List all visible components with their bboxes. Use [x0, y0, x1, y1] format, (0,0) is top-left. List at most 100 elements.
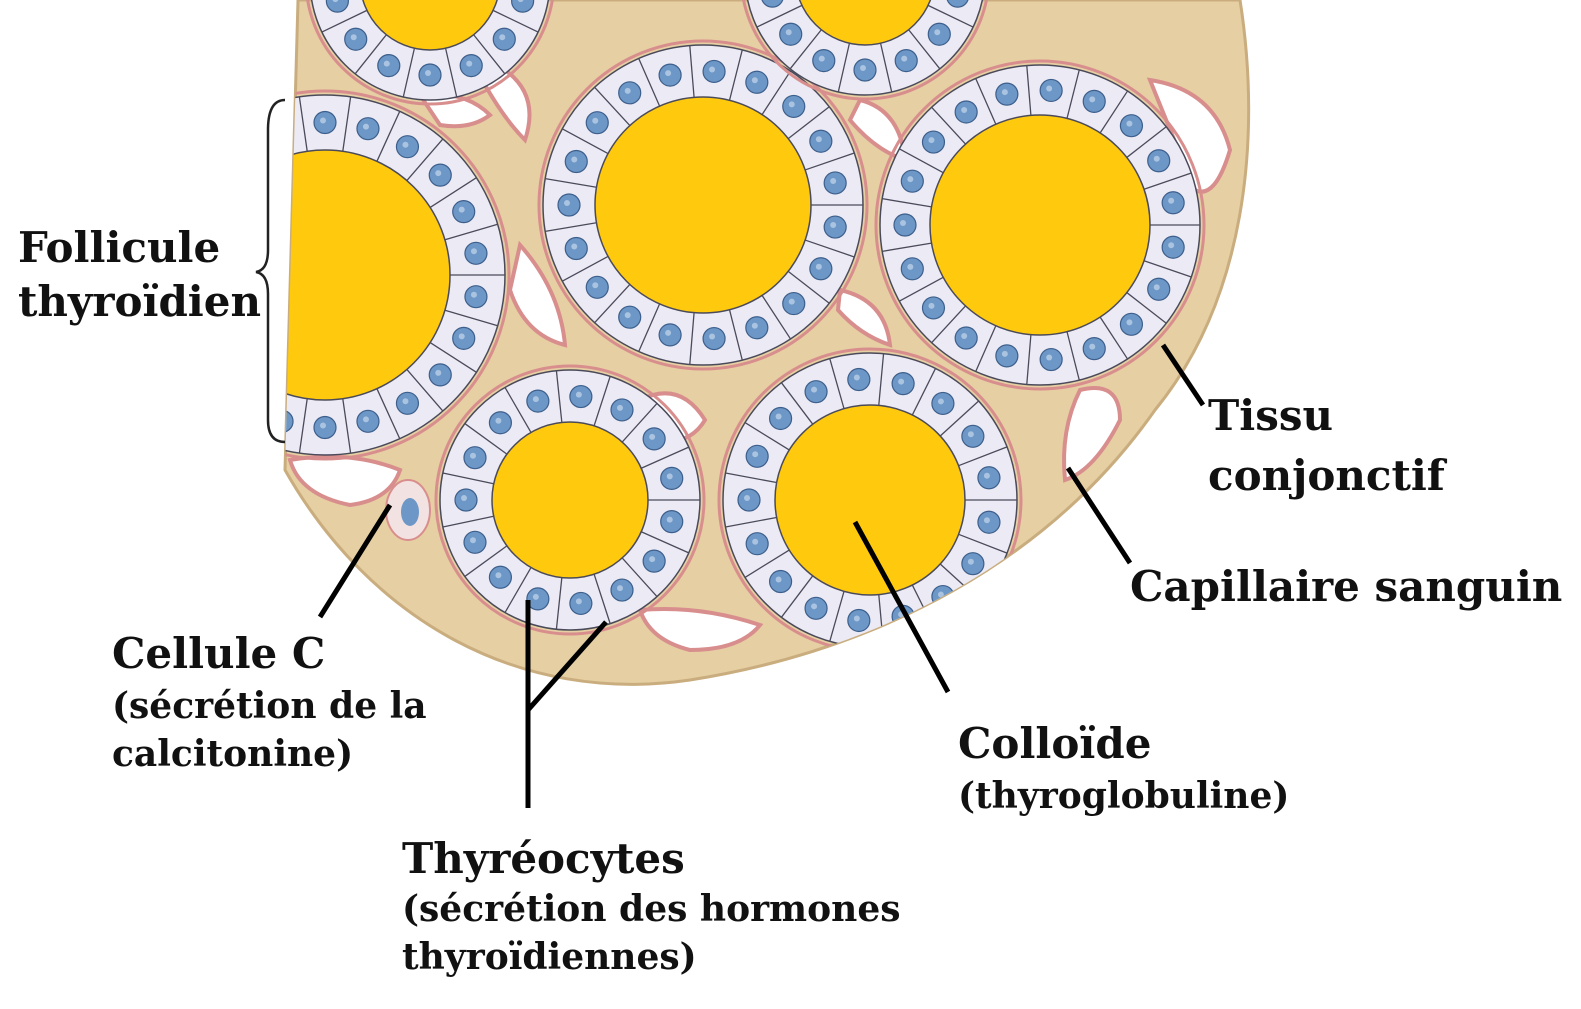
- thyreocytes-label-line1: Thyréocytes: [402, 835, 901, 883]
- nucleolus: [277, 124, 283, 130]
- nucleolus: [665, 70, 671, 76]
- nucleolus: [667, 517, 673, 523]
- nucleolus: [665, 330, 671, 336]
- nucleolus: [752, 451, 758, 457]
- nucleolus: [968, 431, 974, 437]
- nucleolus: [819, 56, 825, 62]
- cellule-c-label-line3: calcitonine): [112, 734, 427, 775]
- nucleolus: [277, 416, 283, 422]
- nucleolus: [617, 585, 623, 591]
- thyreocytes-label-line2: (sécrétion des hormones: [402, 889, 901, 930]
- nucleolus: [435, 170, 441, 176]
- tissu-label-line1: Tissu: [1208, 392, 1445, 440]
- follicles: [141, 0, 1204, 651]
- nucleolus: [961, 107, 967, 113]
- nucleolus: [625, 312, 631, 318]
- nucleolus: [617, 405, 623, 411]
- nucleolus: [816, 136, 822, 142]
- nucleolus: [1002, 89, 1008, 95]
- leader-capillaire: [1068, 468, 1130, 563]
- nucleolus: [961, 333, 967, 339]
- nucleolus: [1126, 319, 1132, 325]
- cell-boundary: [207, 369, 243, 411]
- nucleolus: [984, 517, 990, 523]
- follicule-label-line2: thyroïdien: [18, 278, 261, 326]
- nucleolus: [752, 77, 758, 83]
- nucleolus: [181, 207, 187, 213]
- nucleolus: [320, 423, 326, 429]
- nucleolus: [854, 615, 860, 621]
- nucleolus: [1089, 344, 1095, 350]
- colloide-label-line2: (thyroglobuline): [958, 776, 1289, 817]
- thyroid-follicle: [436, 366, 704, 634]
- nucleolus: [205, 370, 211, 376]
- nucleolus: [907, 264, 913, 270]
- thyrocyte-nucleus: [271, 410, 293, 432]
- nucleolus: [811, 603, 817, 609]
- nucleolus: [495, 418, 501, 424]
- colloide-label-line1: Colloïde: [958, 720, 1289, 768]
- nucleolus: [830, 178, 836, 184]
- nucleolus: [649, 434, 655, 440]
- nucleolus: [900, 220, 906, 226]
- thyreocytes-label: Thyréocytes (sécrétion des hormones thyr…: [402, 835, 901, 978]
- nucleolus: [576, 392, 582, 398]
- cellule-c-label-line2: (sécrétion de la: [112, 686, 427, 727]
- nucleolus: [435, 370, 441, 376]
- capillaire-label-line1: Capillaire sanguin: [1130, 563, 1562, 611]
- thyrocyte-nucleus: [199, 164, 221, 186]
- cellule-c-label-line1: Cellule C: [112, 630, 427, 678]
- nucleolus: [860, 65, 866, 71]
- nucleolus: [238, 398, 244, 404]
- nucleolus: [363, 416, 369, 422]
- nucleolus: [459, 333, 465, 339]
- nucleolus: [564, 200, 570, 206]
- nucleolus: [499, 34, 505, 40]
- nucleolus: [363, 124, 369, 130]
- nucleolus: [470, 537, 476, 543]
- nucleolus: [789, 299, 795, 305]
- cell-boundary: [174, 178, 220, 208]
- nucleolus: [744, 495, 750, 501]
- nucleolus: [898, 379, 904, 385]
- thyrocyte-nucleus: [271, 118, 293, 140]
- capillaire-label: Capillaire sanguin: [1130, 563, 1562, 611]
- nucleolus: [1154, 156, 1160, 162]
- nucleolus: [938, 398, 944, 404]
- colloid: [492, 422, 648, 578]
- nucleolus: [1154, 284, 1160, 290]
- c-cell-nucleus: [401, 498, 419, 526]
- colloide-label: Colloïde (thyroglobuline): [958, 720, 1289, 818]
- nucleolus: [776, 577, 782, 583]
- nucleolus: [466, 61, 472, 67]
- nucleolus: [901, 56, 907, 62]
- nucleolus: [1126, 121, 1132, 127]
- nucleolus: [811, 387, 817, 393]
- thyrocyte-nucleus: [199, 364, 221, 386]
- nucleolus: [592, 282, 598, 288]
- nucleolus: [1046, 85, 1052, 91]
- nucleolus: [351, 34, 357, 40]
- nucleolus: [571, 244, 577, 250]
- thyrocyte-nucleus: [175, 327, 197, 349]
- nucleolus: [320, 118, 326, 124]
- thyreocytes-label-line3: thyroïdiennes): [402, 937, 901, 978]
- nucleolus: [402, 142, 408, 148]
- follicule-label: Follicule thyroïdien: [18, 224, 261, 327]
- colloid: [930, 115, 1150, 335]
- nucleolus: [907, 176, 913, 182]
- nucleolus: [425, 70, 431, 76]
- nucleolus: [571, 156, 577, 162]
- cellule-c-label: Cellule C (sécrétion de la calcitonine): [112, 630, 427, 775]
- nucleolus: [984, 473, 990, 479]
- nucleolus: [238, 142, 244, 148]
- nucleolus: [205, 170, 211, 176]
- nucleolus: [816, 264, 822, 270]
- nucleolus: [181, 333, 187, 339]
- colloid: [595, 97, 811, 313]
- nucleolus: [752, 323, 758, 329]
- nucleolus: [830, 222, 836, 228]
- nucleolus: [470, 453, 476, 459]
- nucleolus: [854, 375, 860, 381]
- nucleolus: [968, 559, 974, 565]
